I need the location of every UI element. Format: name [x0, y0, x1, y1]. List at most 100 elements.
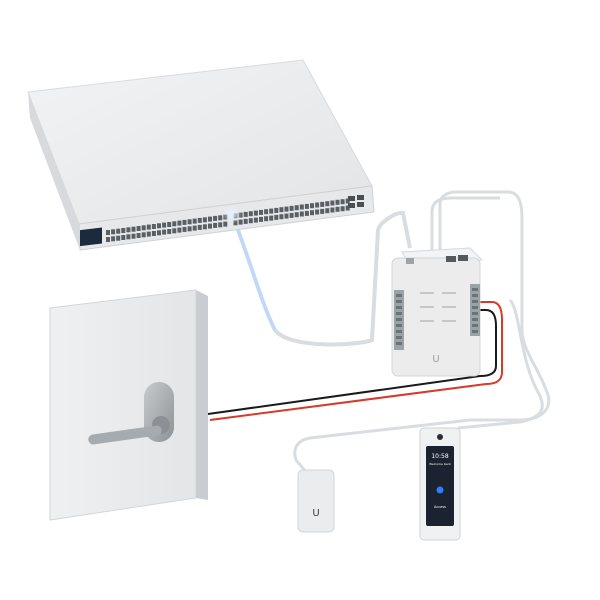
switch-port: [335, 199, 340, 205]
pro-reader-time: 10:58: [431, 453, 448, 460]
switch-port: [345, 205, 350, 211]
ethernet-cable-switch-to-hub: [230, 210, 412, 347]
access-hub-icon: U: [391, 247, 484, 377]
switch-port: [304, 210, 309, 216]
switch-port: [121, 228, 126, 233]
hub-label-line: [420, 320, 434, 322]
switch-port: [259, 216, 263, 222]
active-port-glow: [222, 204, 242, 224]
switch-port: [345, 198, 350, 204]
switch-port: [131, 226, 136, 232]
terminal-pin: [472, 330, 478, 333]
switch-port: [243, 211, 248, 217]
ethernet-cable-hub-to-pro-reader: [457, 298, 544, 430]
switch-port: [264, 216, 269, 222]
switch-port: [177, 220, 182, 226]
switch-port: [213, 222, 218, 228]
terminal-pin: [396, 312, 402, 315]
switch-sfp-port: [357, 195, 364, 200]
hub-top-cable-2: [438, 190, 551, 422]
switch-port: [116, 228, 121, 234]
switch-port: [126, 227, 131, 233]
switch-port: [111, 236, 116, 242]
switch-port: [192, 225, 197, 231]
terminal-pin: [472, 318, 478, 321]
terminal-pin: [396, 300, 402, 303]
terminal-pin: [396, 336, 402, 339]
switch-port: [182, 226, 187, 232]
hub-port-2: [458, 255, 468, 261]
switch-port: [208, 216, 212, 222]
switch-port: [187, 226, 192, 232]
switch-port: [106, 230, 110, 235]
switch-port: [172, 228, 177, 234]
switch-port: [157, 230, 161, 236]
small-reader-logo: U: [312, 508, 319, 519]
switch-port: [111, 229, 116, 235]
switch-port: [106, 237, 110, 242]
handle-lever: [88, 425, 162, 445]
switch-port: [330, 207, 335, 213]
hub-terminal-right-pins: [472, 288, 478, 333]
switch-port: [294, 212, 299, 218]
black-lock-wire: [207, 309, 497, 415]
ethernet-cable-glow: [230, 213, 277, 331]
hub-labels: [420, 292, 456, 322]
switch-port: [141, 232, 146, 238]
switch-port: [238, 219, 243, 225]
hub-terminal-left-pins: [396, 294, 402, 345]
switch-port: [279, 214, 284, 220]
door-panel: [49, 289, 197, 521]
switch-port: [330, 200, 335, 206]
switch-port: [269, 208, 274, 214]
switch-sfp-port: [357, 202, 364, 207]
terminal-pin: [472, 306, 478, 309]
switch-port: [248, 218, 253, 224]
hub-label-line: [442, 320, 456, 322]
switch-port: [162, 229, 167, 235]
switch-port: [325, 201, 330, 207]
terminal-pin: [396, 294, 402, 297]
switch-port: [208, 223, 212, 229]
hub-label-line: [442, 306, 456, 308]
intercom-reader-icon: 10:58 Welcome back Access: [419, 427, 461, 541]
switch-port: [126, 234, 131, 240]
switch-port: [294, 205, 299, 211]
terminal-pin: [472, 300, 478, 303]
switch-port: [146, 224, 151, 230]
terminal-pin: [396, 318, 402, 321]
switch-port: [310, 210, 314, 216]
switch-sfp-port: [348, 196, 355, 201]
switch-port: [284, 206, 289, 212]
switch-port: [218, 222, 223, 228]
switch-port: [197, 224, 202, 230]
switch-port: [274, 207, 279, 213]
switch-port: [248, 211, 253, 217]
switch-port: [116, 235, 121, 241]
pro-reader-screen: [426, 446, 454, 526]
small-reader-body: [297, 469, 335, 533]
switch-port: [253, 210, 258, 216]
switch-port: [310, 203, 314, 209]
terminal-pin: [396, 330, 402, 333]
switch-port: [202, 224, 207, 230]
switch-port: [299, 204, 304, 210]
cables: [207, 190, 551, 473]
switch-display-panel: [80, 227, 102, 247]
ethernet-cable-hub-to-small-reader: [293, 418, 471, 473]
switch-port: [320, 201, 325, 207]
terminal-pin: [472, 324, 478, 327]
switch-port: [253, 217, 258, 223]
switch-port: [284, 213, 289, 219]
switch-port: [197, 217, 202, 223]
switch-port: [259, 209, 263, 215]
switch-port: [320, 208, 325, 214]
pro-reader-camera: [437, 434, 443, 440]
switch-port: [269, 215, 274, 221]
switch-port: [136, 233, 141, 238]
hub-port-1: [446, 256, 456, 262]
nfc-reader-icon: U: [297, 469, 335, 533]
pro-reader-subtitle: Welcome back: [429, 462, 451, 466]
switch-port: [299, 211, 304, 217]
